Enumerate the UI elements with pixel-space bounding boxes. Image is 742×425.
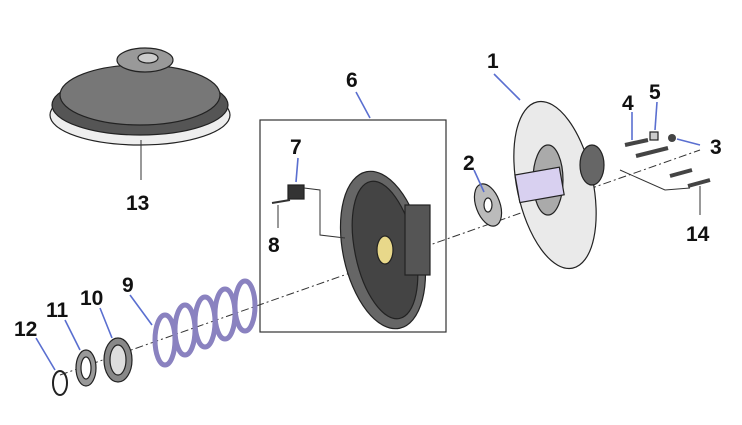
part-3-bolt bbox=[635, 146, 669, 158]
callout-6: 6 bbox=[346, 69, 358, 92]
part-13-pulley-assembly bbox=[49, 47, 231, 180]
part-2-washer bbox=[473, 183, 503, 227]
callout-5: 5 bbox=[649, 81, 661, 104]
part-12-snap-ring bbox=[52, 370, 68, 396]
part-4-bolt bbox=[624, 138, 649, 147]
callout-2: 2 bbox=[463, 152, 475, 175]
part-8-screw bbox=[271, 199, 291, 228]
part-11-washer bbox=[75, 349, 97, 387]
callout-12: 12 bbox=[14, 318, 37, 341]
part-3-washer bbox=[668, 134, 676, 142]
part-14-bolts bbox=[619, 168, 711, 215]
callout-4: 4 bbox=[622, 92, 634, 115]
callout-11: 11 bbox=[46, 299, 69, 322]
leader-10 bbox=[99, 307, 113, 339]
leader-9 bbox=[129, 294, 153, 326]
part-7-roller bbox=[287, 184, 346, 239]
part-6-group-box bbox=[259, 119, 447, 333]
leader-3 bbox=[676, 138, 701, 146]
callout-1: 1 bbox=[487, 50, 499, 73]
leader-7 bbox=[295, 157, 299, 183]
callout-10: 10 bbox=[80, 287, 103, 310]
callout-8: 8 bbox=[268, 234, 280, 257]
part-9-spring bbox=[152, 278, 258, 368]
leader-5 bbox=[654, 101, 658, 131]
callout-9: 9 bbox=[122, 274, 134, 297]
part-10-cup bbox=[103, 337, 133, 383]
callout-7: 7 bbox=[290, 136, 302, 159]
leader-1 bbox=[493, 73, 521, 101]
part-5-nut bbox=[649, 131, 659, 141]
callout-13: 13 bbox=[126, 192, 149, 215]
part-1-fixed-sheave bbox=[513, 100, 605, 270]
leader-2 bbox=[473, 169, 485, 193]
leader-12 bbox=[35, 337, 56, 371]
callout-14: 14 bbox=[686, 223, 710, 246]
leader-6 bbox=[355, 91, 371, 119]
callout-3: 3 bbox=[710, 136, 722, 159]
part-6-movable-sheave bbox=[339, 170, 431, 330]
leader-11 bbox=[64, 319, 81, 351]
